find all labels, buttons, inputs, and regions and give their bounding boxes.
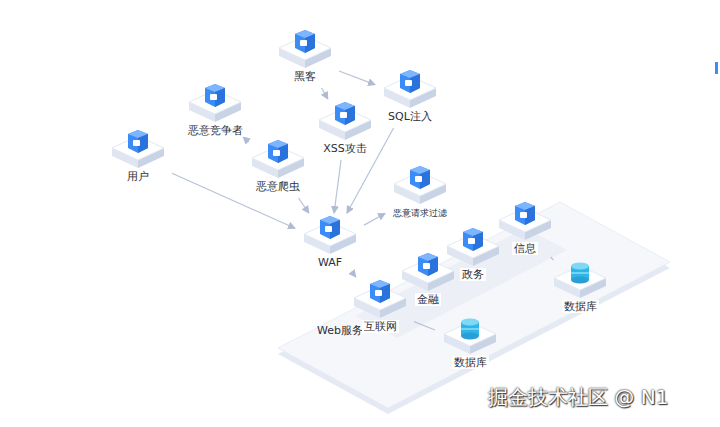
- node-label: 数据库: [452, 356, 489, 369]
- icon-glyph: [520, 212, 527, 218]
- node-label: 金融: [415, 293, 441, 306]
- icon-glyph: [273, 150, 280, 156]
- connector: [299, 198, 309, 213]
- node-label: 信息: [512, 242, 538, 255]
- edge-mark: [715, 62, 718, 74]
- service-node: 用户: [106, 130, 170, 186]
- icon-glyph: [325, 226, 332, 232]
- node-label-row: 恶意请求过滤: [388, 206, 452, 220]
- icon-block: [320, 216, 340, 239]
- icon-glyph: [340, 112, 347, 118]
- node-label: 用户: [125, 170, 151, 183]
- icon-glyph: [375, 290, 382, 296]
- node-label: 恶意爬虫: [254, 180, 302, 193]
- service-node: 数据库: [548, 260, 612, 316]
- node-label: 恶意竞争者: [186, 124, 245, 137]
- service-node: SQL注入: [378, 70, 442, 126]
- pedestal-icon: [440, 316, 500, 356]
- connector: [339, 71, 375, 85]
- node-label: 黑客: [292, 70, 318, 83]
- pedestal-icon: [550, 260, 610, 300]
- pedestal-icon: [248, 140, 308, 180]
- pedestal-icon: [300, 216, 360, 256]
- icon-block: [335, 102, 355, 125]
- pedestal-icon: [443, 228, 503, 268]
- watermark: 掘金技术社区 @ N1: [488, 384, 668, 411]
- node-label: 数据库: [562, 300, 599, 313]
- icon-block: [410, 166, 430, 189]
- sub-panel: [355, 228, 567, 338]
- pedestal-top: [444, 322, 496, 346]
- connector: [322, 88, 328, 99]
- db-ring: [571, 273, 589, 274]
- panel-face: [278, 202, 670, 408]
- icon-block: [515, 202, 535, 225]
- service-node: XSS攻击: [313, 102, 377, 158]
- node-label-row: 信息: [493, 242, 557, 256]
- db-bottom: [571, 277, 589, 284]
- node-label: SQL注入: [386, 110, 434, 123]
- service-node: 互联网: [348, 280, 412, 336]
- icon-block: [370, 280, 390, 303]
- icon-block: [295, 30, 315, 53]
- node-label-row: 数据库: [548, 300, 612, 314]
- service-node: 数据库: [438, 316, 502, 372]
- icon-glyph: [415, 176, 422, 182]
- service-node: 恶意请求过滤: [388, 166, 452, 222]
- pedestal-top: [554, 266, 606, 290]
- node-label-row: 黑客: [273, 70, 337, 84]
- icon-block: [205, 84, 225, 107]
- db-top: [461, 319, 479, 326]
- pedestal-icon: [398, 253, 458, 293]
- pedestal-icon: [275, 30, 335, 70]
- db-top: [571, 263, 589, 270]
- node-label-row: 用户: [106, 170, 170, 184]
- connector: [364, 213, 385, 225]
- pedestal-icon: [390, 166, 450, 206]
- node-label: 恶意请求过滤: [391, 208, 449, 218]
- icon-glyph: [133, 140, 140, 146]
- icon-glyph: [405, 80, 412, 86]
- node-label-row: 恶意爬虫: [246, 180, 310, 194]
- node-label-row: WAF: [298, 256, 362, 270]
- icon-glyph: [300, 40, 307, 46]
- icon-glyph: [423, 263, 430, 269]
- db-bottom: [461, 333, 479, 340]
- icon-block: [463, 228, 483, 251]
- icon-glyph: [468, 238, 475, 244]
- icon-block: [268, 140, 288, 163]
- node-label-row: 数据库: [438, 356, 502, 370]
- node-label-row: XSS攻击: [313, 142, 377, 156]
- node-label: 政务: [460, 268, 486, 281]
- pedestal-icon: [315, 102, 375, 142]
- node-label-row: 恶意竞争者: [183, 124, 248, 138]
- pedestal-icon: [350, 280, 410, 320]
- pedestal-icon: [495, 202, 555, 242]
- service-node: 恶意爬虫: [246, 140, 310, 196]
- icon-block: [418, 253, 438, 276]
- panel-label: Web服务: [317, 324, 363, 338]
- connector: [334, 160, 341, 213]
- node-label: XSS攻击: [321, 142, 369, 155]
- db-ring: [461, 329, 479, 330]
- connector: [347, 128, 394, 213]
- service-node: WAF: [298, 216, 362, 272]
- node-label-row: 互联网: [348, 320, 412, 334]
- connector: [243, 137, 249, 142]
- connector: [353, 274, 355, 277]
- icon-block: [400, 70, 420, 93]
- service-node: 恶意竞争者: [183, 84, 248, 140]
- icon-glyph: [210, 94, 217, 100]
- pedestal-icon: [108, 130, 168, 170]
- service-node: 信息: [493, 202, 557, 258]
- node-label: 互联网: [362, 320, 399, 333]
- icon-block: [128, 130, 148, 153]
- node-label-row: SQL注入: [378, 110, 442, 124]
- node-label: WAF: [316, 256, 344, 269]
- service-node: 黑客: [273, 30, 337, 86]
- pedestal-icon: [185, 84, 245, 124]
- pedestal-icon: [380, 70, 440, 110]
